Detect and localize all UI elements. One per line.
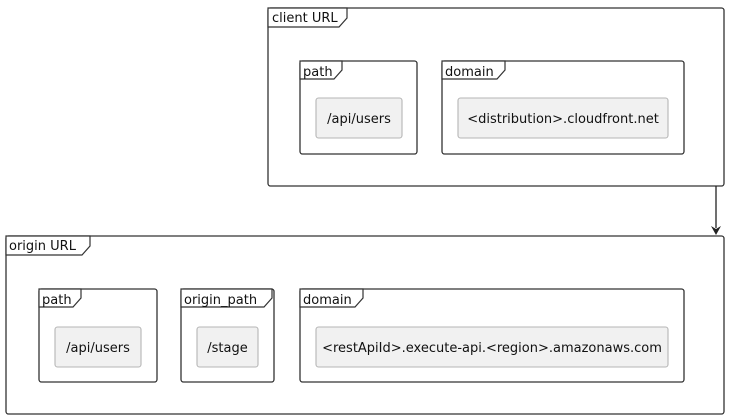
origin-path-package: path /api/users — [38, 288, 158, 383]
client-url-package: client URL path /api/users domain <distr… — [267, 7, 725, 187]
client-domain-package: domain <distribution>.cloudfront.net — [441, 60, 685, 155]
client-path-package: path /api/users — [299, 60, 418, 155]
origin-path-node-text: /api/users — [66, 341, 130, 356]
origin-path-stage-package: origin_path /stage — [180, 288, 275, 383]
client-domain-label: domain — [445, 65, 494, 80]
origin-url-label: origin URL — [9, 239, 77, 254]
origin-domain-node-text: <restApiId>.execute-api.<region>.amazona… — [322, 341, 662, 356]
client-path-label: path — [303, 65, 333, 80]
client-path-node — [315, 97, 403, 139]
origin-path-stage-label: origin_path — [184, 293, 257, 308]
client-to-origin-arrow — [711, 186, 721, 235]
origin-domain-package: domain <restApiId>.execute-api.<region>.… — [299, 288, 685, 383]
origin-url-package: origin URL path /api/users origin_path /… — [5, 235, 725, 415]
client-domain-node-text: <distribution>.cloudfront.net — [467, 112, 659, 127]
origin-path-node — [54, 326, 142, 368]
origin-domain-label: domain — [303, 293, 352, 308]
origin-path-label: path — [42, 293, 72, 308]
client-path-node-text: /api/users — [327, 112, 391, 127]
origin-domain-node — [315, 326, 669, 368]
origin-path-stage-node-text: /stage — [207, 341, 247, 356]
client-url-label: client URL — [272, 11, 338, 26]
client-domain-node — [457, 97, 669, 139]
origin-path-stage-node — [196, 326, 259, 368]
